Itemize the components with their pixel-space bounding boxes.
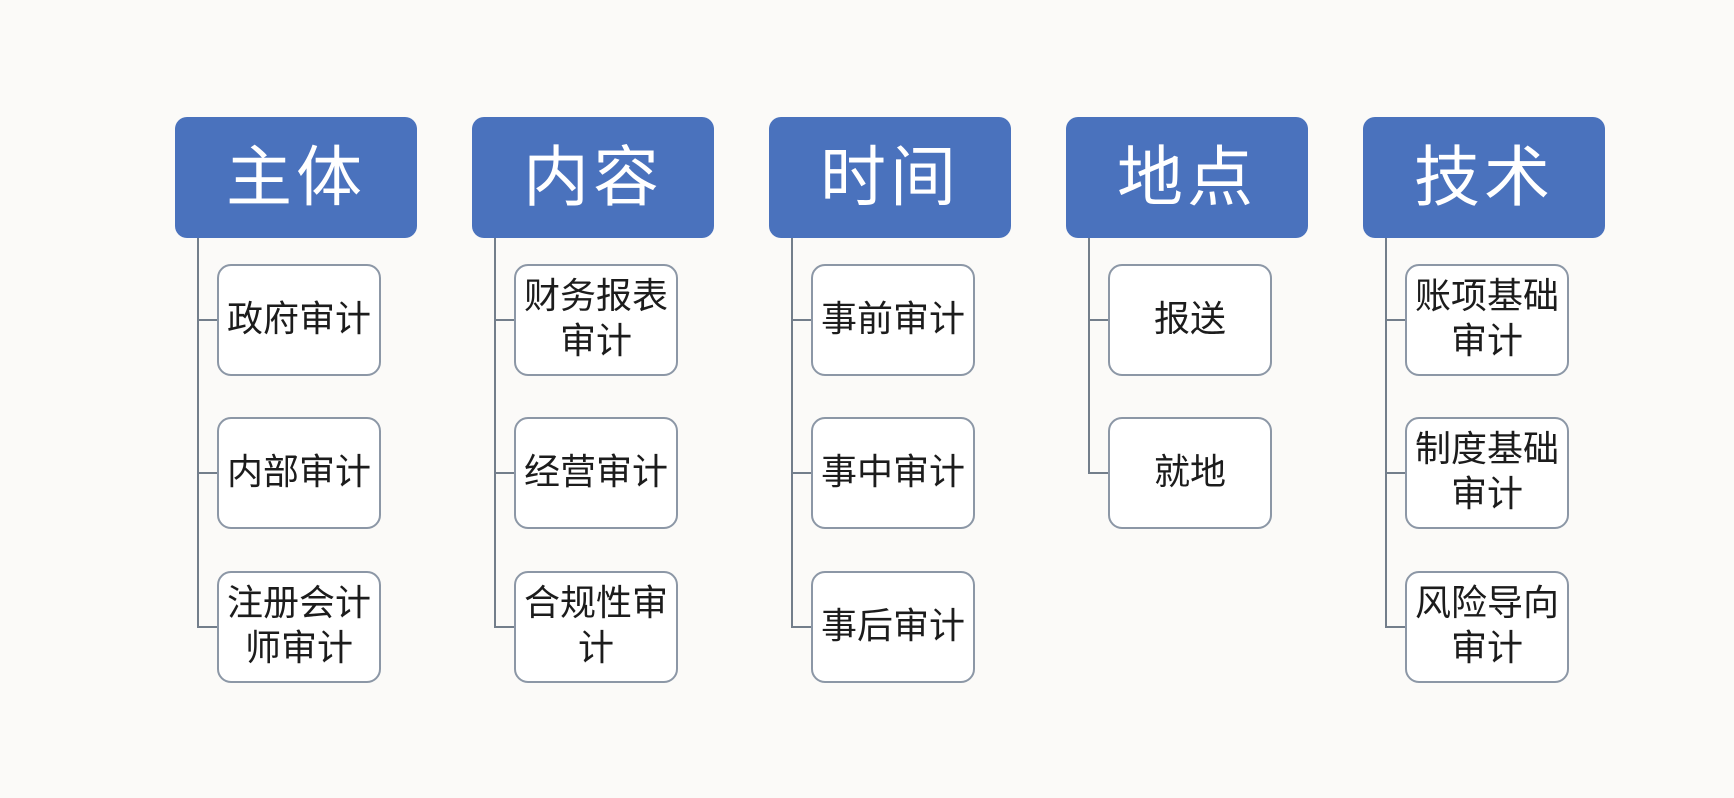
connector-stub-line [494, 626, 514, 628]
child-item-box: 注册会计师审计 [217, 571, 381, 683]
category-header-box: 内容 [472, 117, 714, 238]
connector-stub-line [791, 472, 811, 474]
connector-trunk-line [197, 238, 199, 628]
category-header-box: 技术 [1363, 117, 1605, 238]
child-item-box: 就地 [1108, 417, 1272, 529]
child-item-box: 经营审计 [514, 417, 678, 529]
connector-stub-line [1088, 319, 1108, 321]
child-item-box: 财务报表审计 [514, 264, 678, 376]
connector-stub-line [791, 319, 811, 321]
category-header-box: 地点 [1066, 117, 1308, 238]
child-item-box: 账项基础审计 [1405, 264, 1569, 376]
connector-stub-line [197, 626, 217, 628]
child-item-box: 政府审计 [217, 264, 381, 376]
child-item-box: 内部审计 [217, 417, 381, 529]
connector-stub-line [197, 319, 217, 321]
child-item-box: 事前审计 [811, 264, 975, 376]
child-item-box: 事后审计 [811, 571, 975, 683]
category-header-box: 时间 [769, 117, 1011, 238]
child-item-box: 合规性审计 [514, 571, 678, 683]
connector-stub-line [197, 472, 217, 474]
child-item-box: 风险导向审计 [1405, 571, 1569, 683]
connector-trunk-line [791, 238, 793, 628]
connector-trunk-line [1088, 238, 1090, 474]
connector-stub-line [494, 472, 514, 474]
child-item-box: 事中审计 [811, 417, 975, 529]
connector-trunk-line [494, 238, 496, 628]
child-item-box: 报送 [1108, 264, 1272, 376]
connector-trunk-line [1385, 238, 1387, 628]
category-header-box: 主体 [175, 117, 417, 238]
connector-stub-line [1088, 472, 1108, 474]
connector-stub-line [791, 626, 811, 628]
connector-stub-line [494, 319, 514, 321]
connector-stub-line [1385, 319, 1405, 321]
connector-stub-line [1385, 626, 1405, 628]
child-item-box: 制度基础审计 [1405, 417, 1569, 529]
connector-stub-line [1385, 472, 1405, 474]
